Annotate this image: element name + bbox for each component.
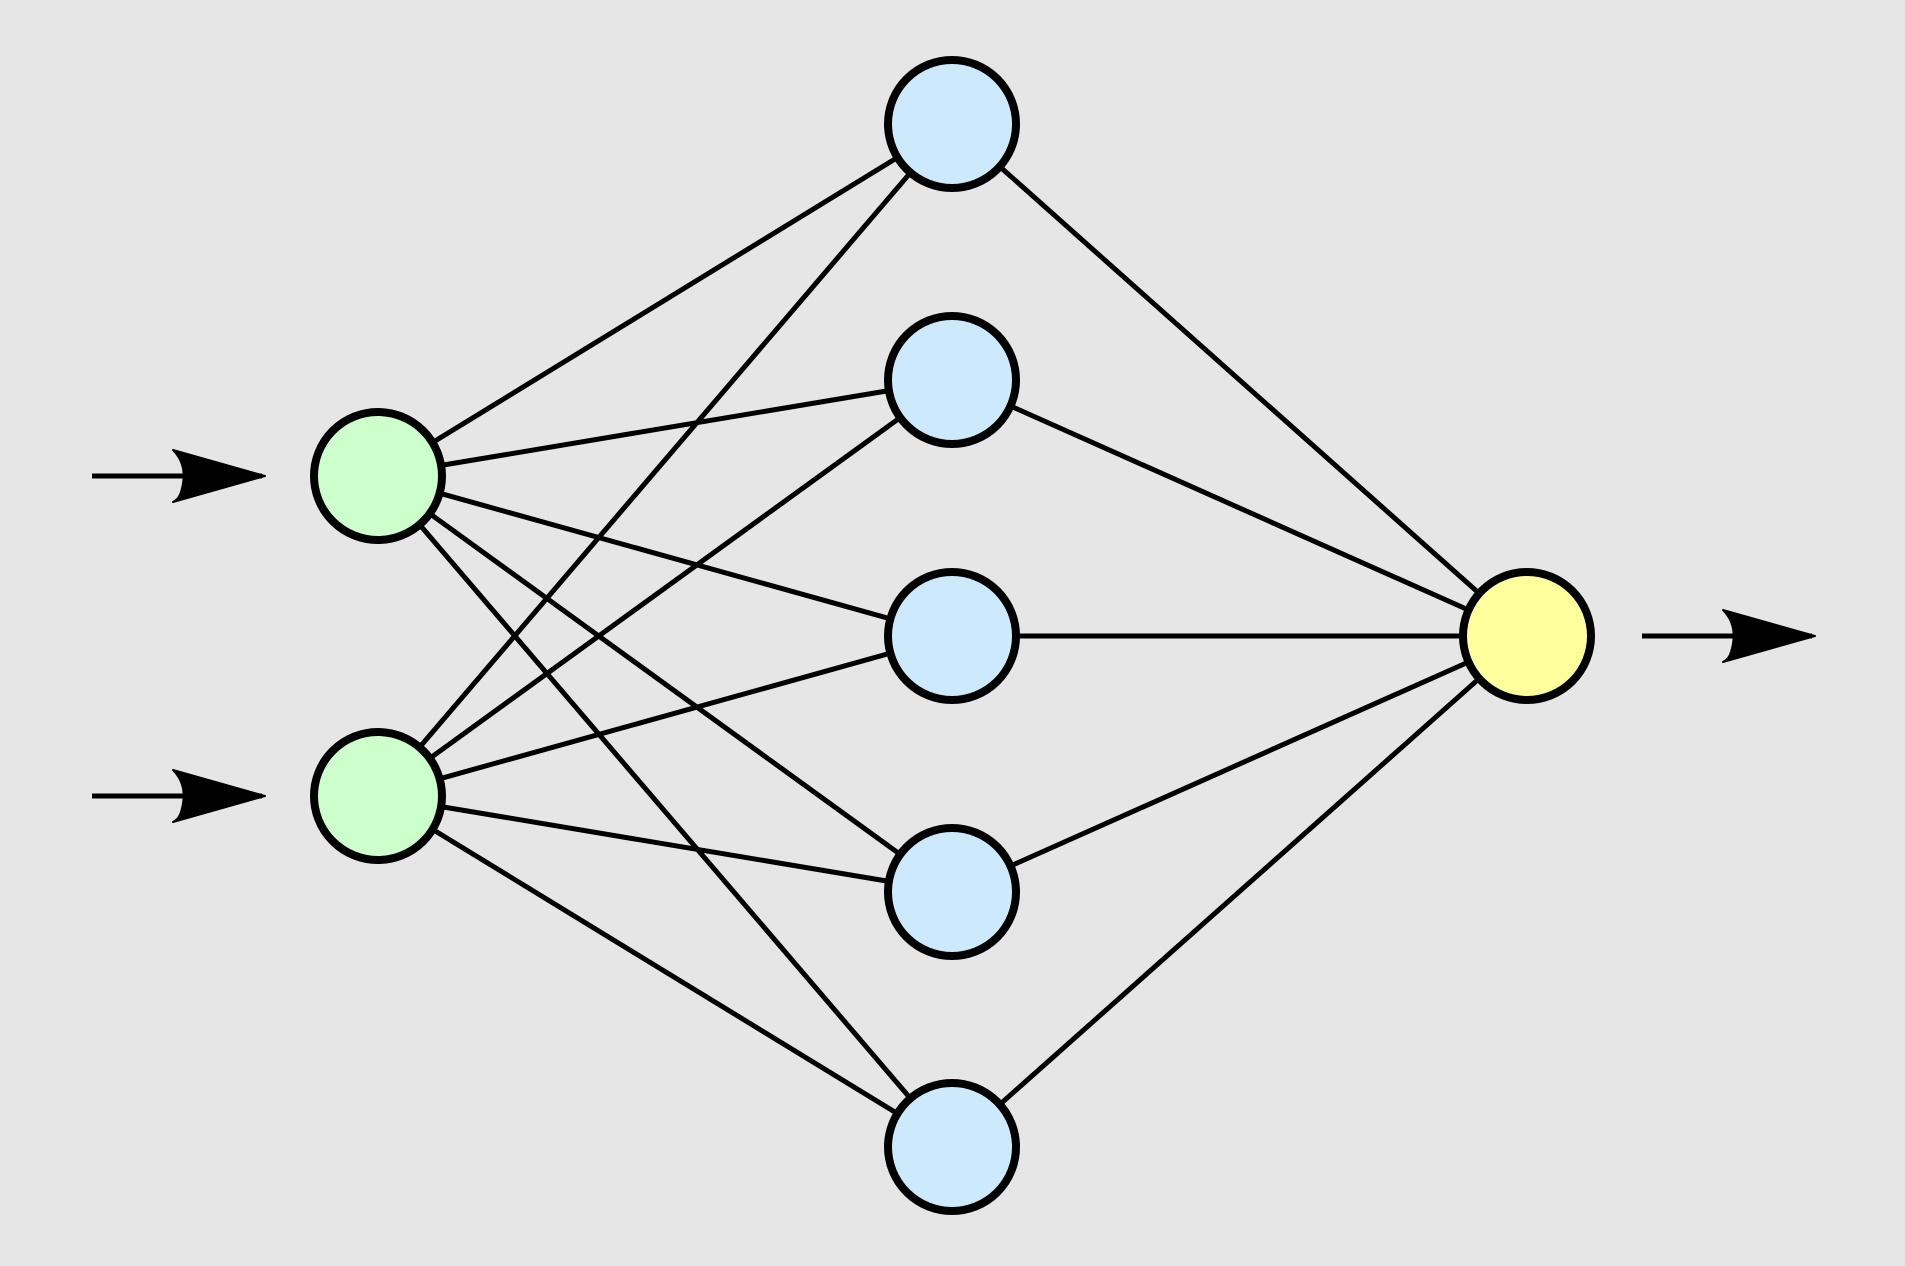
hidden-node-3 bbox=[884, 568, 1020, 704]
edge-input-1-to-hidden-5 bbox=[417, 522, 913, 1101]
edge-input-2-to-hidden-3 bbox=[437, 650, 893, 782]
edge-hidden-2-to-output-1 bbox=[1008, 403, 1471, 613]
arrows-layer bbox=[92, 449, 1816, 823]
connections-layer bbox=[417, 155, 1482, 1117]
edge-hidden-1-to-output-1 bbox=[997, 164, 1482, 596]
edge-hidden-5-to-output-1 bbox=[997, 676, 1482, 1107]
hidden-node-1 bbox=[884, 56, 1020, 192]
hidden-node-5 bbox=[884, 1079, 1020, 1215]
edge-input-2-to-hidden-4 bbox=[438, 804, 892, 884]
edge-input-2-to-hidden-5 bbox=[430, 826, 900, 1117]
edge-input-1-to-hidden-3 bbox=[437, 490, 893, 622]
edge-input-2-to-hidden-1 bbox=[417, 170, 913, 750]
edge-hidden-4-to-output-1 bbox=[1008, 659, 1471, 869]
hidden-node-4 bbox=[884, 824, 1020, 960]
nodes-layer bbox=[310, 56, 1595, 1215]
edge-input-1-to-hidden-2 bbox=[438, 388, 892, 468]
input-node-2 bbox=[310, 728, 446, 864]
output-node-1 bbox=[1459, 568, 1595, 704]
edge-input-2-to-hidden-2 bbox=[427, 415, 903, 761]
input-node-1 bbox=[310, 408, 446, 544]
edge-input-1-to-hidden-1 bbox=[430, 155, 900, 445]
hidden-node-2 bbox=[884, 312, 1020, 448]
edge-input-1-to-hidden-4 bbox=[427, 511, 903, 857]
